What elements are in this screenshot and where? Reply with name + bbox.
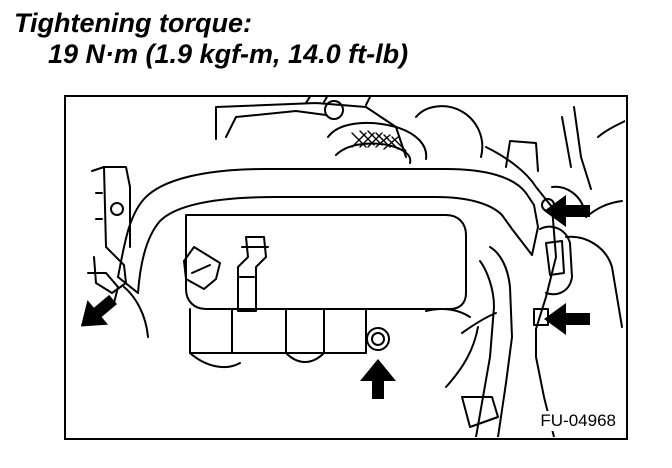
- arrow-center-bolt: [360, 359, 396, 399]
- intake-pipe: [117, 168, 535, 278]
- throttle-body: [327, 121, 428, 160]
- wiring-harness: [489, 246, 513, 437]
- arrow-upper-right-bolt: [544, 195, 590, 227]
- intake-manifold: [185, 214, 467, 310]
- torque-heading: Tightening torque:: [14, 8, 252, 38]
- torque-value: 19 N·m (1.9 kgf-m, 14.0 ft-lb): [48, 39, 409, 69]
- fuel-injector-left: [237, 236, 267, 312]
- engine-block-outline: [215, 102, 407, 158]
- right-housing: [485, 146, 557, 330]
- bolt-center: [366, 327, 390, 351]
- line-drawing: [80, 97, 625, 437]
- figure-code-label: FU-04968: [538, 411, 618, 431]
- right-fitting: [539, 225, 573, 296]
- arrow-lower-right-bolt: [544, 303, 590, 335]
- engine-part-illustration: FU-04968: [64, 95, 628, 440]
- connector-left: [183, 246, 221, 290]
- left-bracket: [91, 166, 127, 294]
- torque-caption: Tightening torque: 19 N·m (1.9 kgf-m, 14…: [14, 8, 408, 70]
- arrow-left-bolt: [80, 294, 117, 327]
